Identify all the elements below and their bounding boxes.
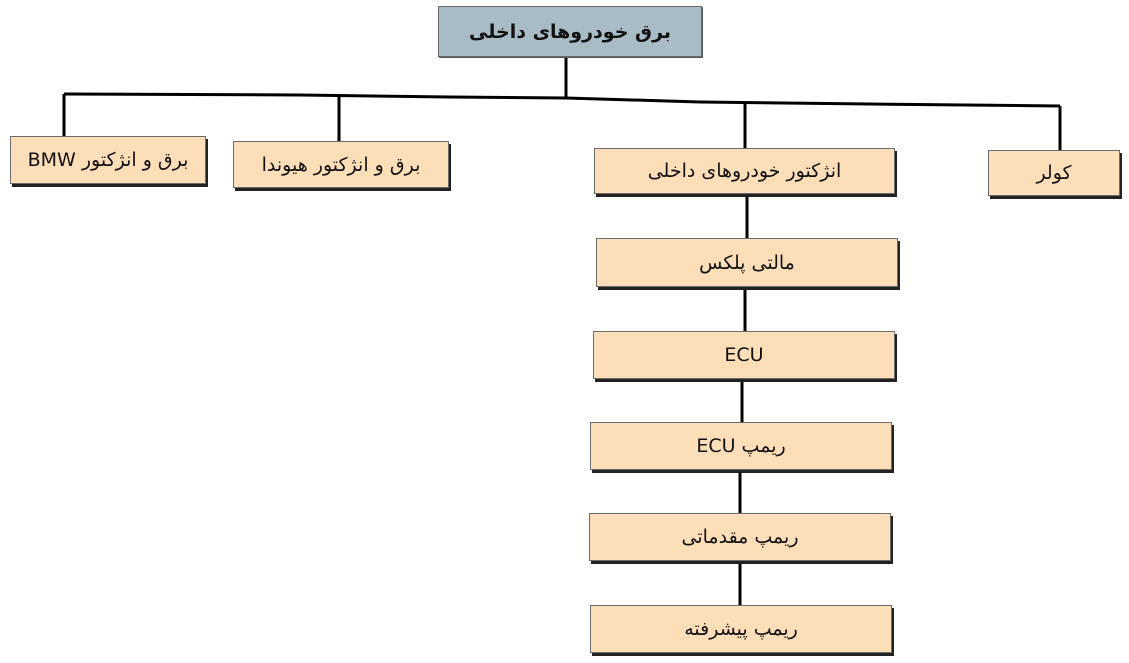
branch-node-bmw-label: برق و انژکتور BMW: [27, 149, 189, 171]
chain-node-ecu-remap: ریمپ ECU: [590, 422, 892, 470]
branch-node-cooler-label: کولر: [1036, 162, 1072, 184]
chain-node-multiplex: مالتی پلکس: [596, 238, 898, 287]
root-node: برق خودروهای داخلی: [438, 6, 702, 57]
chain-node-multiplex-label: مالتی پلکس: [699, 251, 795, 274]
branch-node-injector-label: انژکتور خودروهای داخلی: [647, 160, 842, 182]
branch-node-injector: انژکتور خودروهای داخلی: [594, 148, 895, 194]
branch-node-honda-label: برق و انژکتور هیوندا: [261, 153, 421, 176]
chain-node-remap-basic-label: ریمپ مقدماتی: [681, 526, 799, 548]
connector-bus: [63, 92, 1061, 108]
branch-node-cooler: کولر: [988, 150, 1120, 196]
chain-node-ecu-label: ECU: [724, 344, 764, 366]
chain-node-remap-basic: ریمپ مقدماتی: [589, 513, 891, 561]
branch-node-bmw: برق و انژکتور BMW: [10, 136, 206, 184]
branch-node-honda: برق و انژکتور هیوندا: [233, 141, 449, 188]
chain-node-remap-advanced: ریمپ پیشرفته: [590, 605, 892, 653]
root-node-label: برق خودروهای داخلی: [469, 20, 671, 43]
chain-node-ecu: ECU: [593, 331, 895, 379]
chain-node-remap-advanced-label: ریمپ پیشرفته: [684, 618, 798, 640]
chain-node-ecu-remap-label: ریمپ ECU: [696, 435, 786, 457]
